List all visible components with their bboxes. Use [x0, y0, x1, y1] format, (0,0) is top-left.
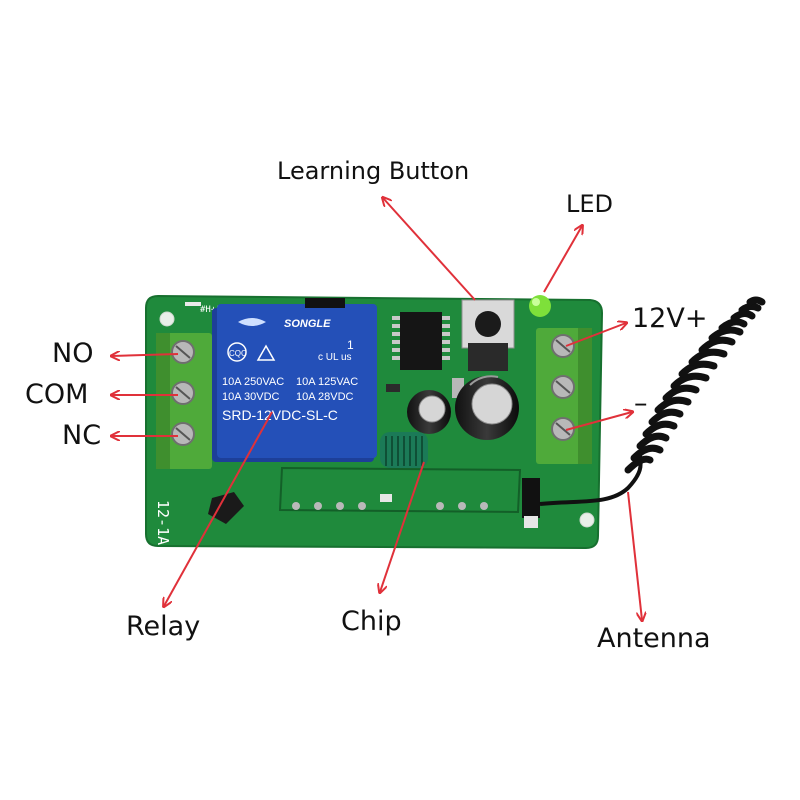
label-relay: Relay	[126, 611, 201, 642]
arrow-relay	[164, 411, 273, 606]
label-antenna: Antenna	[597, 623, 711, 654]
svg-text:1: 1	[347, 338, 354, 352]
callout-arrows	[112, 198, 642, 620]
arrow-chip	[380, 461, 425, 592]
label-nc: NC	[62, 420, 102, 451]
arrow-learning-button	[383, 198, 476, 301]
svg-text:10A 30VDC: 10A 30VDC	[222, 391, 280, 403]
svg-text:10A 125VAC: 10A 125VAC	[296, 376, 358, 388]
pcb-edge-text: 12-1A	[154, 500, 172, 545]
arrow-antenna	[627, 491, 642, 620]
capacitor-small	[407, 390, 451, 434]
label-no: NO	[52, 338, 94, 369]
label-led: LED	[566, 190, 614, 218]
relay-component: SONGLE CQC c UL us 1 10A 250VAC 10A 125V…	[212, 304, 377, 462]
label-12v-plus: 12V+	[632, 303, 708, 334]
arrow-12v-plus	[565, 323, 626, 347]
antenna-wire	[539, 296, 766, 506]
label-chip: Chip	[341, 606, 402, 637]
svg-text:SRD-12VDC-SL-C: SRD-12VDC-SL-C	[222, 407, 338, 423]
learning-button-component	[461, 299, 515, 371]
receiver-module	[278, 466, 522, 514]
arrow-minus	[565, 412, 632, 431]
led-component	[529, 295, 551, 317]
svg-text:10A 28VDC: 10A 28VDC	[296, 391, 354, 403]
svg-text:SONGLE: SONGLE	[284, 318, 331, 330]
inductor-coil	[380, 432, 428, 468]
label-minus: –	[634, 388, 648, 419]
ic-chip	[392, 312, 450, 370]
svg-text:c UL us: c UL us	[318, 352, 352, 363]
svg-text:CQC: CQC	[229, 349, 247, 358]
arrow-no	[112, 354, 179, 356]
svg-text:10A 250VAC: 10A 250VAC	[222, 376, 284, 388]
terminal-block-left	[156, 333, 212, 469]
label-com: COM	[25, 379, 89, 410]
svg-text:#H+1: #H+1	[200, 305, 222, 315]
label-learning-button: Learning Button	[277, 157, 470, 185]
arrow-led	[543, 226, 582, 293]
terminal-block-right	[536, 328, 592, 464]
capacitor-large	[455, 375, 519, 440]
